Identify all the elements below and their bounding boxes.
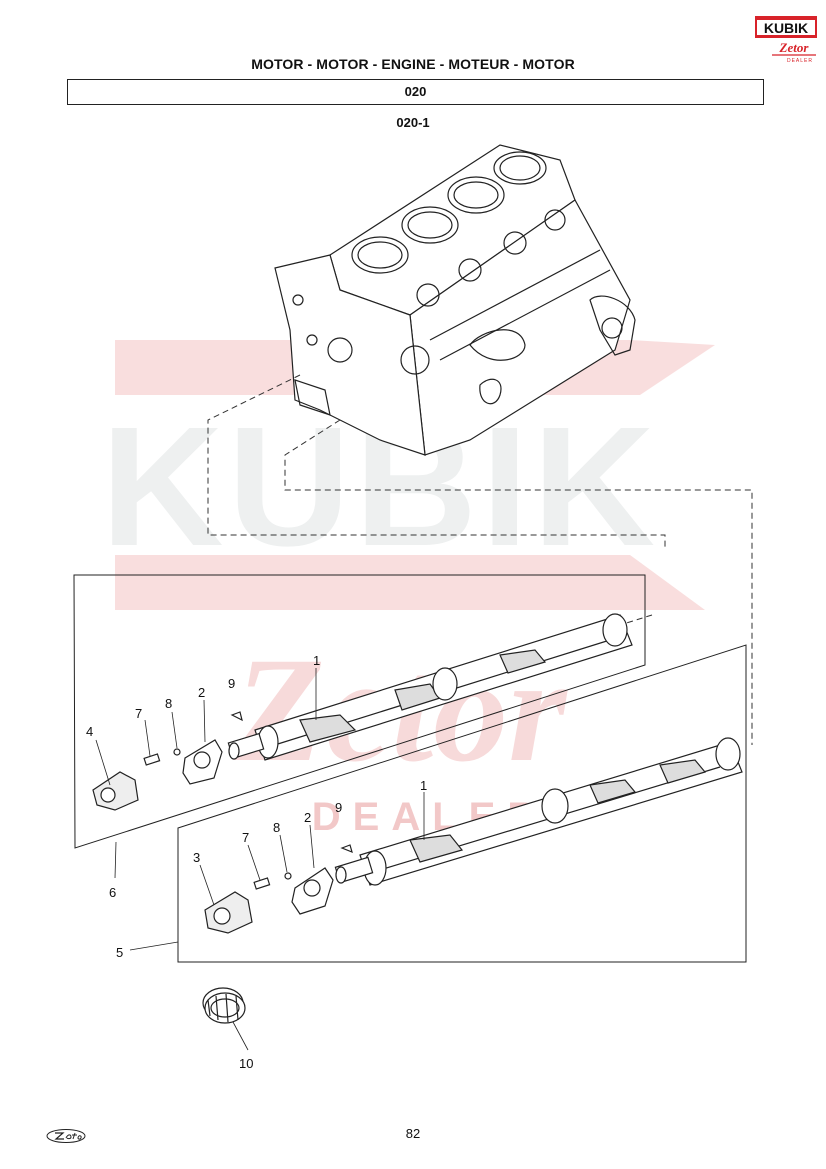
logo-dealer-text: DEALER <box>787 58 813 64</box>
lower-assembly-frame <box>177 644 747 963</box>
kubik-zetor-logo: KUBIK Zetor DEALER <box>755 16 817 64</box>
callout-5: 5 <box>116 945 123 960</box>
logo-sub-brand-text: Zetor <box>779 40 810 55</box>
lower-small-parts <box>204 844 353 934</box>
section-number-box: 020 <box>67 79 764 105</box>
callout-2-upper: 2 <box>198 685 205 700</box>
upper-small-parts <box>92 711 243 811</box>
engine-block <box>274 144 636 456</box>
leader-lines <box>207 374 753 745</box>
callout-8-lower: 8 <box>273 820 280 835</box>
callout-4: 4 <box>86 724 93 739</box>
callout-9-upper: 9 <box>228 676 235 691</box>
callout-1-lower: 1 <box>420 778 427 793</box>
upper-assembly-frame <box>73 574 646 849</box>
callout-8-upper: 8 <box>165 696 172 711</box>
callout-6: 6 <box>109 885 116 900</box>
callout-7-lower: 7 <box>242 830 249 845</box>
callout-leaders <box>95 668 425 1051</box>
page-title: MOTOR - MOTOR - ENGINE - MOTEUR - MOTOR <box>251 56 575 72</box>
callout-10: 10 <box>239 1056 253 1071</box>
subsection-label: 020-1 <box>396 115 430 130</box>
camshaft-upper <box>227 613 633 761</box>
callout-3: 3 <box>193 850 200 865</box>
callout-9-lower: 9 <box>335 800 342 815</box>
needle-bearing <box>202 987 246 1024</box>
camshaft-lower <box>334 737 743 886</box>
watermark-arrow-bottom <box>115 555 705 610</box>
zetor-logo-icon <box>46 1129 86 1143</box>
callout-7-upper: 7 <box>135 706 142 721</box>
callout-1-upper: 1 <box>313 653 320 668</box>
page-number: 82 <box>405 1126 421 1141</box>
logo-brand-text: KUBIK <box>764 20 808 36</box>
callout-2-lower: 2 <box>304 810 311 825</box>
